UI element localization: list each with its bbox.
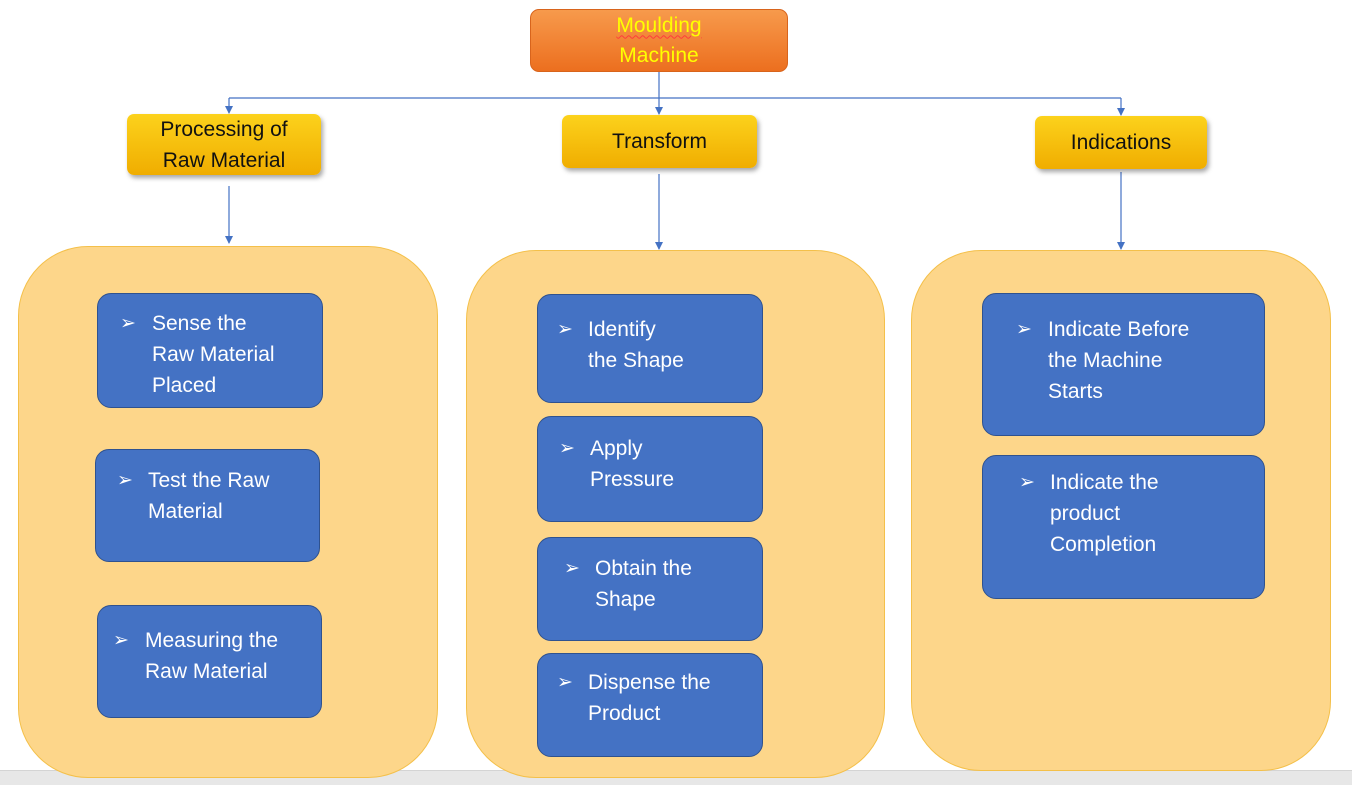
step-label: Indicate the product Completion (1050, 471, 1159, 556)
step-label: Identify the Shape (588, 318, 684, 372)
root-node-moulding-machine: Moulding Machine (530, 9, 788, 72)
root-title-line1: Moulding (616, 13, 702, 37)
step-label: Dispense the Product (588, 671, 711, 725)
arrow-bullet-icon: ➢ (559, 438, 575, 459)
arrow-bullet-icon: ➢ (113, 630, 129, 651)
arrow-bullet-icon: ➢ (120, 313, 136, 334)
step-label: Measuring the Raw Material (145, 629, 279, 683)
step-dispense-product: ➢ Dispense the Product (537, 653, 763, 757)
arrow-bullet-icon: ➢ (1016, 319, 1032, 340)
step-obtain-shape: ➢ Obtain the Shape (537, 537, 763, 641)
category-indications: Indications (1035, 116, 1207, 169)
step-identify-shape: ➢ Identify the Shape (537, 294, 763, 403)
step-label: Obtain the Shape (595, 557, 692, 611)
step-label: Test the Raw Material (148, 469, 270, 523)
step-sense-raw-material: ➢ Sense the Raw Material Placed (97, 293, 323, 408)
arrow-bullet-icon: ➢ (1019, 472, 1035, 493)
category-label: Transform (612, 130, 707, 153)
arrow-bullet-icon: ➢ (117, 470, 133, 491)
category-label: Indications (1070, 131, 1172, 154)
category-transform: Transform (562, 115, 757, 168)
step-label: Apply Pressure (590, 437, 675, 491)
arrow-bullet-icon: ➢ (564, 558, 580, 579)
category-label: Processing of Raw Material (160, 117, 288, 172)
step-label: Sense the Raw Material Placed (152, 312, 275, 397)
arrow-bullet-icon: ➢ (557, 319, 573, 340)
category-processing-of-raw-material: Processing of Raw Material (127, 114, 321, 175)
step-apply-pressure: ➢ Apply Pressure (537, 416, 763, 522)
step-measuring-raw-material: ➢ Measuring the Raw Material (97, 605, 322, 718)
step-label: Indicate Before the Machine Starts (1048, 318, 1190, 403)
step-indicate-completion: ➢ Indicate the product Completion (982, 455, 1265, 599)
step-test-raw-material: ➢ Test the Raw Material (95, 449, 320, 562)
step-indicate-before-start: ➢ Indicate Before the Machine Starts (982, 293, 1265, 436)
root-title-line2: Machine (619, 43, 699, 67)
arrow-bullet-icon: ➢ (557, 672, 573, 693)
